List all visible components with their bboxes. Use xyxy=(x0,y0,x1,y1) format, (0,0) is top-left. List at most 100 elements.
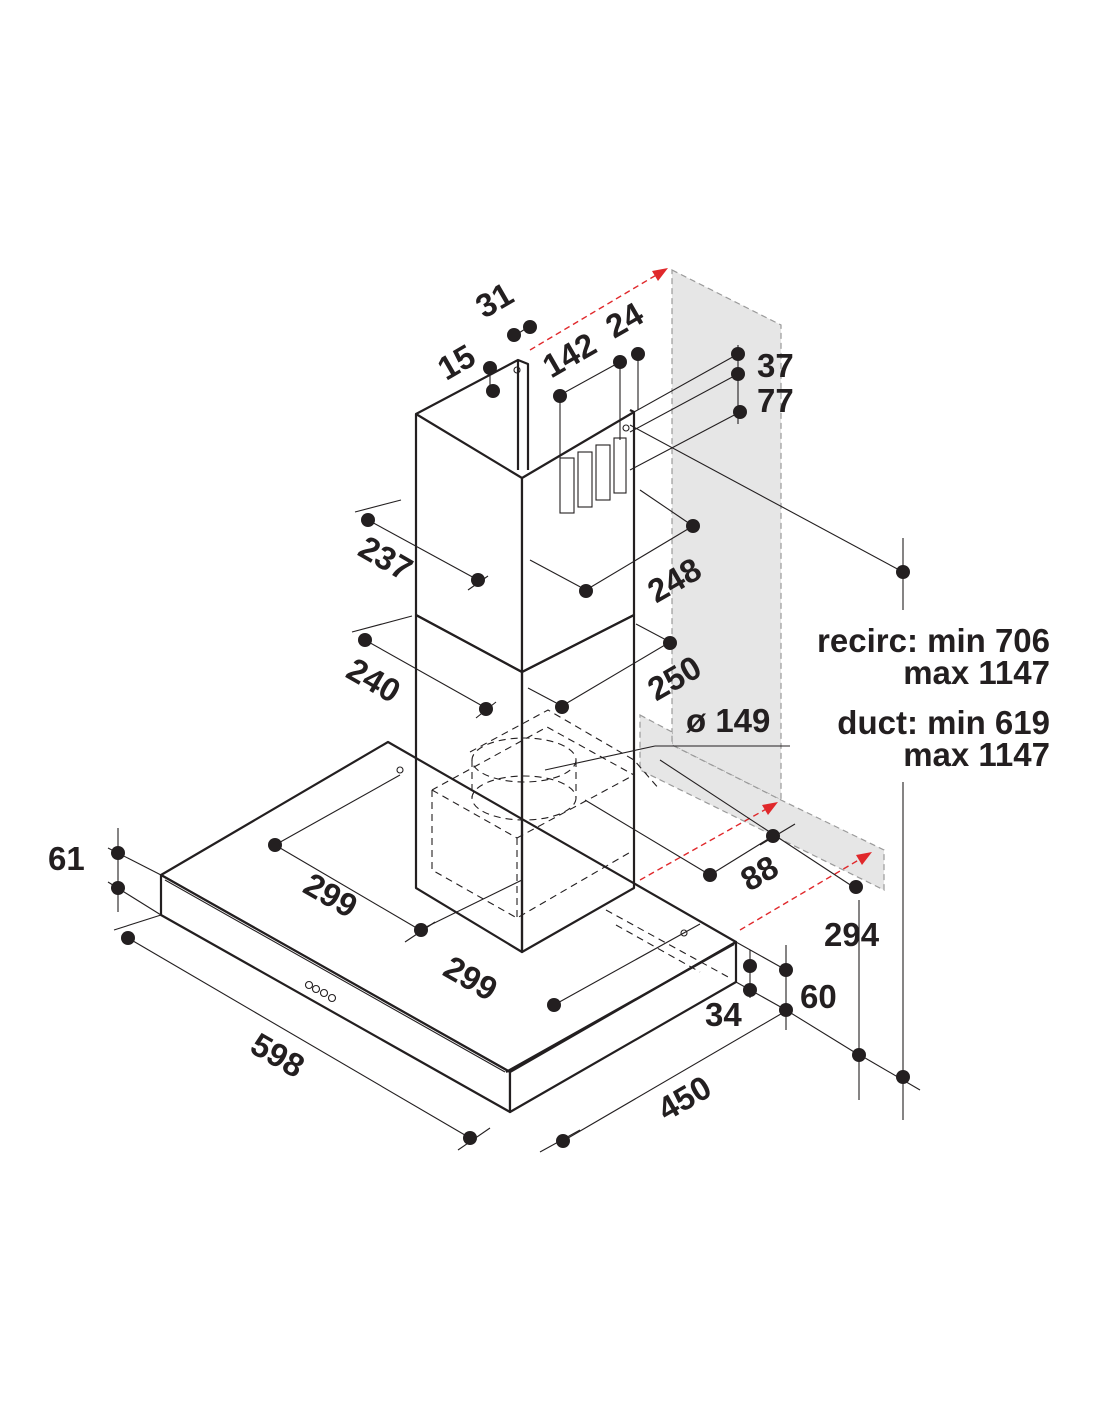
dim250-line xyxy=(561,641,671,707)
dot-15-b xyxy=(486,384,500,398)
dim34-line-2 xyxy=(735,981,787,1011)
control-button-4 xyxy=(327,993,337,1003)
recirc-spec-line-1: recirc: min 706 xyxy=(817,622,1050,659)
chimney-top-right-edge xyxy=(629,409,635,413)
dot-61-a xyxy=(111,846,125,860)
dim240-line xyxy=(364,639,487,709)
control-buttons xyxy=(304,980,337,1003)
dot-34-b xyxy=(743,983,757,997)
duct-spec-line-1: duct: min 619 xyxy=(837,704,1050,741)
lower-depth-arrowhead xyxy=(856,852,872,865)
lower-depth-arrow xyxy=(739,857,863,931)
chimney-screw-hole-left xyxy=(513,366,521,374)
dim299b-line xyxy=(419,879,523,931)
dim598-tick-left xyxy=(113,914,162,931)
dim248-tick-1 xyxy=(529,559,587,591)
middle-depth-arrow xyxy=(639,807,769,881)
chimney-upper-left-face xyxy=(414,412,524,674)
chimney-screw-hole-right xyxy=(622,424,630,432)
dot-77 xyxy=(733,405,747,419)
dot-294-top xyxy=(849,880,863,894)
dot-294-bottom xyxy=(852,1048,866,1062)
label-237: 237 xyxy=(353,528,419,588)
dot-450 xyxy=(556,1134,570,1148)
dim34-line xyxy=(735,941,787,971)
top-depth-arrow xyxy=(529,273,659,351)
dim60-to-294 xyxy=(785,1009,860,1056)
label-24: 24 xyxy=(599,295,650,346)
hood-chimney xyxy=(414,358,636,954)
canopy-screw-hole xyxy=(680,929,688,937)
canopy-right-inner-edge xyxy=(505,943,735,1073)
dot-61-b xyxy=(111,881,125,895)
dot-240-a xyxy=(358,633,372,647)
dim248-tick-2 xyxy=(639,489,694,527)
label-15: 15 xyxy=(431,337,481,387)
dim598-line xyxy=(127,937,471,1139)
dim77-line xyxy=(629,411,741,471)
label-77: 77 xyxy=(757,382,794,419)
label-450: 450 xyxy=(651,1068,717,1128)
vent-slot-column-2 xyxy=(577,451,593,508)
label-37: 37 xyxy=(757,347,794,384)
middle-depth-arrowhead xyxy=(762,802,778,815)
dot-299a xyxy=(268,838,282,852)
dim149-leader xyxy=(544,745,656,771)
dot-height-bottom xyxy=(896,1070,910,1084)
dot-31-a xyxy=(507,328,521,342)
dot-237-b xyxy=(471,573,485,587)
dot-237-a xyxy=(361,513,375,527)
dot-299-mid xyxy=(414,923,428,937)
chimney-lower-right-face xyxy=(520,613,636,954)
dot-60-a xyxy=(779,963,793,977)
dim237-tick-1 xyxy=(354,499,402,513)
dim142-line xyxy=(559,361,621,396)
dim88-base xyxy=(584,799,711,876)
dot-34-a xyxy=(743,959,757,973)
wall-panels xyxy=(639,269,885,891)
chimney-upper-top-edge xyxy=(415,358,530,470)
dot-250-a xyxy=(555,700,569,714)
dot-37-a xyxy=(731,347,745,361)
control-button-2 xyxy=(311,984,321,994)
hidden-filter-edge-2 xyxy=(615,924,701,973)
dot-250-b xyxy=(663,636,677,650)
motor-box-inner-edge-2 xyxy=(516,774,635,839)
chimney-upper-right-face xyxy=(520,410,636,674)
top-depth-arrowhead xyxy=(652,268,668,281)
recirc-spec-line-2: max 1147 xyxy=(903,654,1050,691)
dot-24-b xyxy=(631,347,645,361)
dot-60-b xyxy=(779,1003,793,1017)
control-button-1 xyxy=(304,980,314,990)
dim37-77-line xyxy=(629,373,739,433)
dim299b-line-2 xyxy=(553,923,701,1006)
dot-88-a xyxy=(703,868,717,882)
vent-slot-column-3 xyxy=(595,444,611,501)
label-34: 34 xyxy=(705,996,742,1033)
dim248-line xyxy=(585,525,694,591)
label-31: 31 xyxy=(469,275,519,325)
dim299a-line xyxy=(274,774,401,846)
label-149: ø 149 xyxy=(686,702,770,739)
dot-142 xyxy=(553,389,567,403)
vent-slot-column-1 xyxy=(559,457,575,514)
dot-248-a xyxy=(579,584,593,598)
dot-37-b xyxy=(731,367,745,381)
back-wall-panel xyxy=(671,269,782,801)
dot-248-b xyxy=(686,519,700,533)
label-598: 598 xyxy=(245,1025,311,1085)
canopy-rear-screw-hole xyxy=(396,766,404,774)
duct-spec-line-2: max 1147 xyxy=(903,736,1050,773)
label-142: 142 xyxy=(536,325,602,385)
installation-height-specs: recirc: min 706 max 1147 duct: min 619 m… xyxy=(817,622,1050,773)
dot-15-a xyxy=(483,361,497,375)
dot-24-a xyxy=(613,355,627,369)
height-leader-diagonal xyxy=(629,424,904,573)
rear-bracket-outline xyxy=(469,709,661,791)
dim450-line xyxy=(562,1010,787,1142)
dot-598-b xyxy=(463,1131,477,1145)
dim237-line xyxy=(367,519,479,581)
dimension-dots xyxy=(111,320,910,1148)
dim240-tick-1 xyxy=(351,615,413,633)
